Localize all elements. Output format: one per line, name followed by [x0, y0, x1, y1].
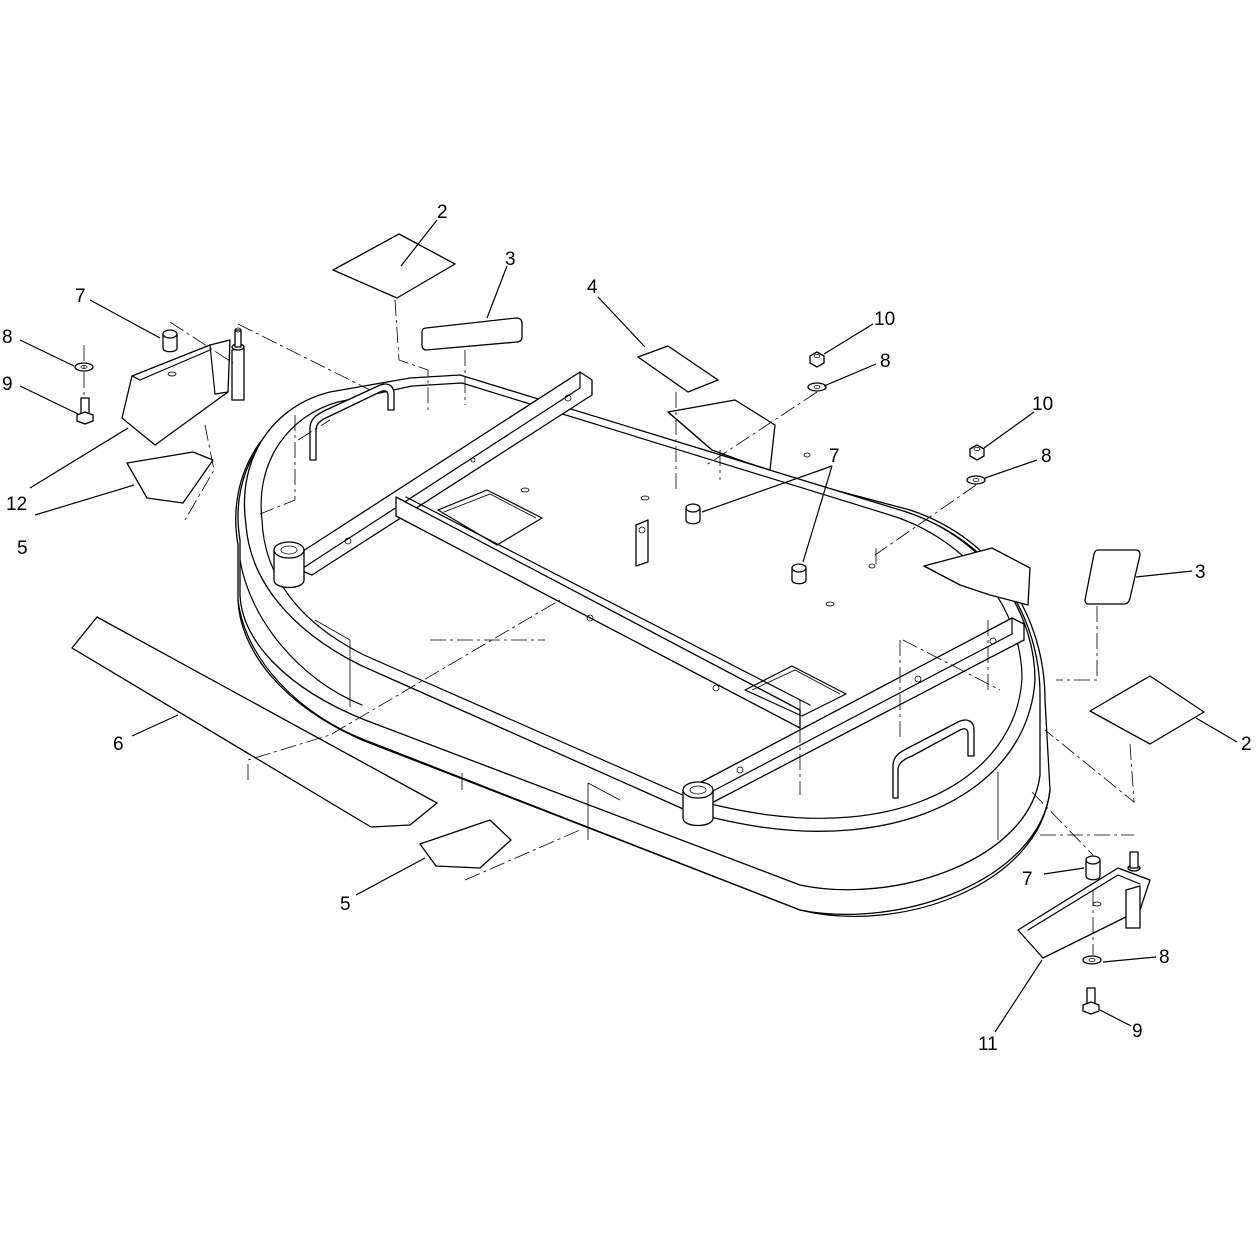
spacer-7-right: [1085, 855, 1101, 881]
deck-cutout-right: [744, 665, 847, 717]
hinge-post-left: [273, 541, 305, 589]
washer-8-top: [807, 382, 827, 392]
decal-2-top: [332, 233, 456, 299]
lift-handle-right: [892, 719, 975, 799]
callout-10-top: 10: [874, 309, 895, 330]
callout-9-left: 9: [2, 374, 13, 395]
spacer-center-upper: [685, 503, 701, 525]
callout-5-bottom: 5: [340, 894, 351, 915]
callout-10-right: 10: [1032, 394, 1053, 415]
decal-3-right: [1084, 549, 1141, 605]
spacer-center-lower: [791, 563, 807, 585]
deck-top-rim: [260, 382, 1023, 819]
callout-3-top: 3: [505, 249, 516, 270]
callout-3-right: 3: [1195, 562, 1206, 583]
decal-4: [637, 345, 719, 393]
callout-8-right: 8: [1041, 446, 1052, 467]
deck-cutout-left: [437, 489, 543, 546]
assembly-centerlines: [83, 299, 1135, 955]
callout-2-top: 2: [437, 202, 448, 223]
washer-8-right: [966, 475, 986, 485]
callout-8-bottom: 8: [1159, 947, 1170, 968]
decal-6: [71, 616, 438, 828]
hinge-post-right: [682, 781, 714, 827]
callout-8-left: 8: [2, 327, 13, 348]
callout-7-left: 7: [75, 286, 86, 307]
skid-12: [121, 327, 245, 446]
callout-8-top: 8: [880, 351, 891, 372]
callout-11: 11: [978, 1034, 998, 1055]
callout-6: 6: [113, 734, 124, 755]
bolt-9-bottom: [1082, 987, 1100, 1015]
lift-handle-left: [309, 383, 395, 461]
bolt-9-left: [76, 397, 94, 425]
washer-8-bottom: [1082, 955, 1102, 965]
decal-3-top: [421, 317, 523, 351]
callout-9-bottom: 9: [1132, 1021, 1143, 1042]
decal-5-left: [126, 451, 214, 504]
callout-12: 12: [6, 494, 27, 515]
callout-5-left: 5: [17, 538, 28, 559]
decal-2-right: [1089, 675, 1205, 745]
callout-4: 4: [587, 277, 598, 298]
nut-10-top: [809, 351, 825, 368]
leader-lines: [19, 219, 1238, 1033]
callout-2-right: 2: [1241, 734, 1252, 755]
nut-10-right: [969, 444, 985, 461]
skid-11: [1017, 851, 1151, 959]
deck-rails: [299, 371, 1025, 809]
callout-7-right: 7: [1022, 869, 1033, 890]
spacer-7-left: [162, 329, 178, 353]
decal-5-bottom: [419, 819, 512, 869]
callout-7-center: 7: [829, 446, 840, 467]
callout-labels: 2 3 4 10 8 7 8 9 12 5 10 8 7 3 6 2 7 8 9…: [2, 202, 1252, 1055]
